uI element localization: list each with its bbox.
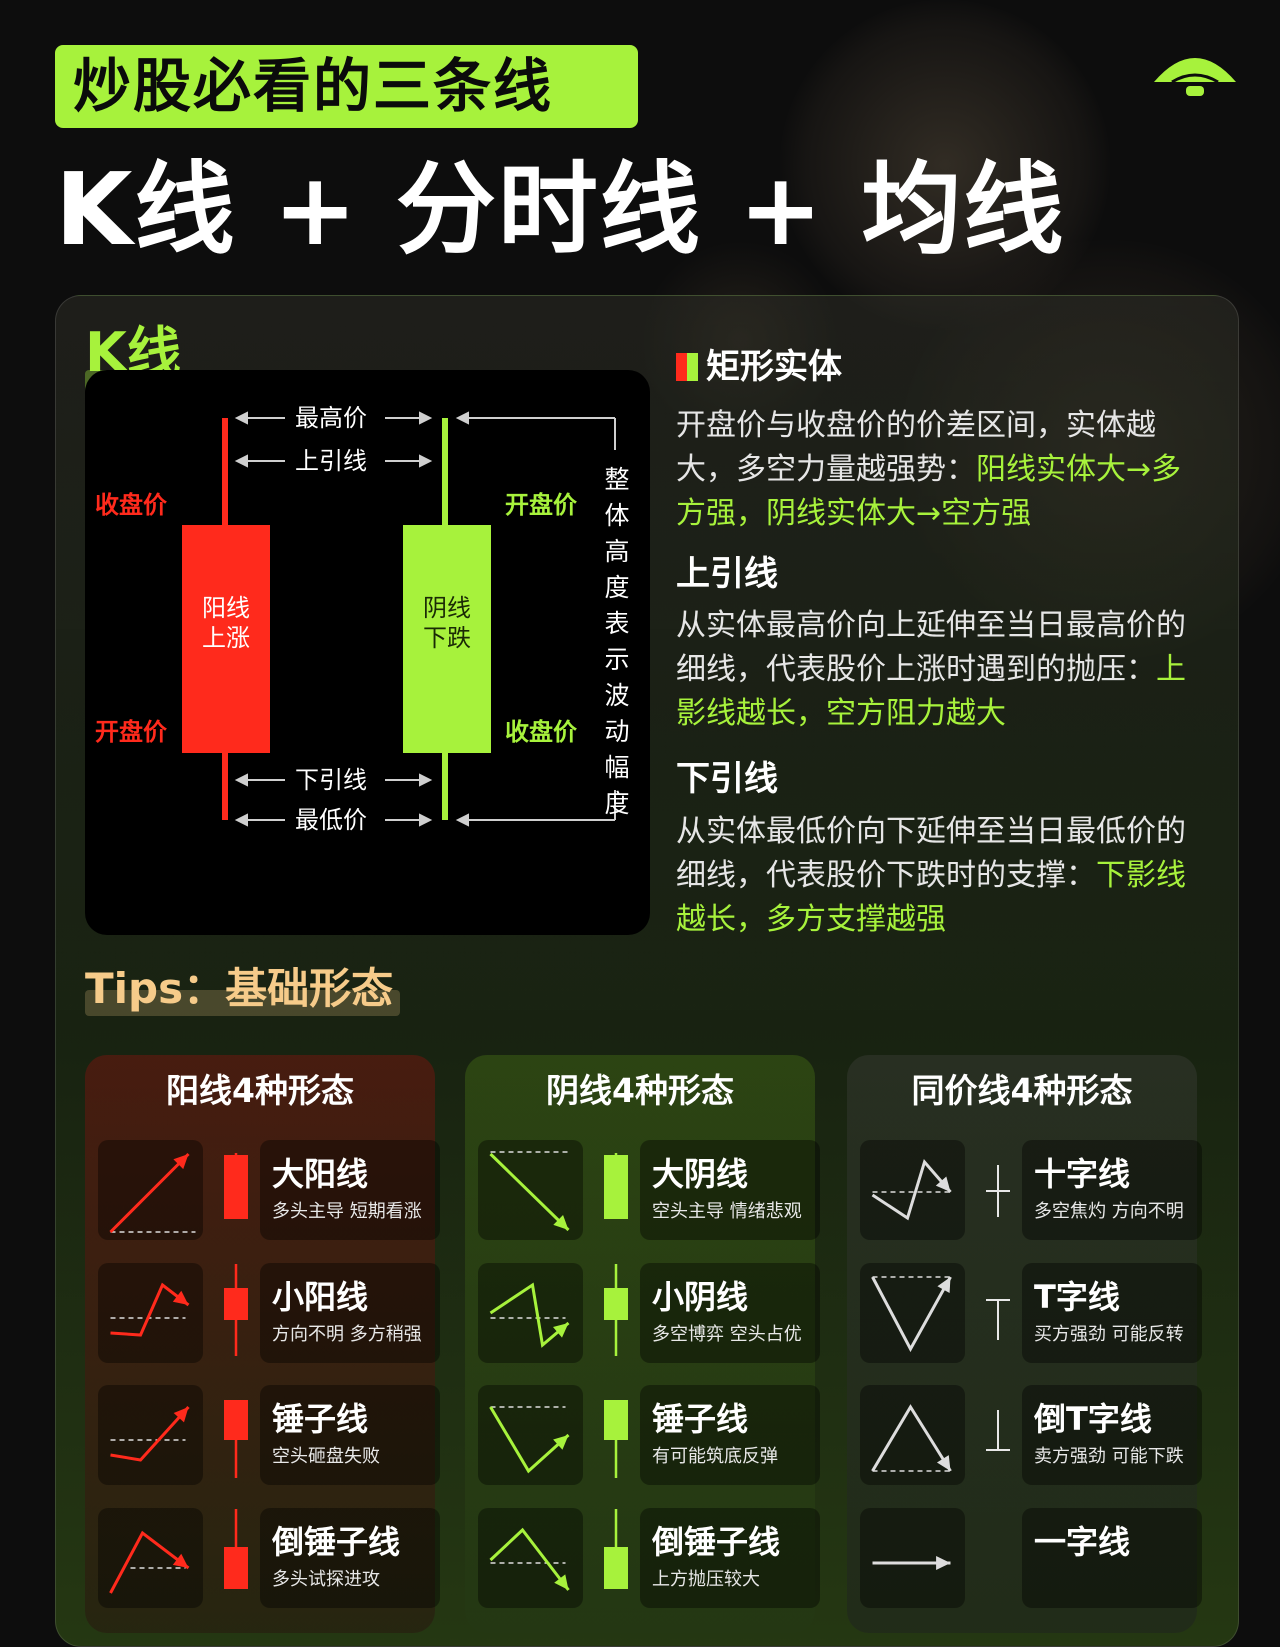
green-body-label: 阴线下跌	[423, 594, 471, 652]
green-square-icon	[687, 353, 698, 381]
candlestick-icon	[596, 1258, 636, 1368]
pattern-description: 小阳线方向不明 多方稍强	[260, 1263, 440, 1363]
pattern-chart-icon	[478, 1263, 583, 1363]
logo-icon	[1150, 48, 1240, 108]
green-open-label: 开盘价	[505, 491, 577, 519]
candlestick-icon	[596, 1380, 636, 1490]
pattern-chart-icon	[98, 1263, 203, 1363]
column-title: 同价线4种形态	[911, 1071, 1133, 1110]
background-glow	[780, 0, 1110, 330]
section-title-lower-shadow: 下引线	[676, 759, 778, 799]
candlestick-graphic	[182, 411, 616, 827]
pattern-name: 锤子线	[272, 1400, 369, 1438]
pattern-name: 十字线	[1034, 1155, 1131, 1193]
section-body-lower-shadow: 从实体最低价向下延伸至当日最低价的细线，代表股价下跌时的支撑：下影线越长，多方支…	[676, 814, 1186, 937]
pattern-desc: 空头主导 情绪悲观	[652, 1201, 802, 1222]
pattern-description: 大阴线空头主导 情绪悲观	[640, 1140, 820, 1240]
pattern-description: 倒锤子线多头试探进攻	[260, 1508, 440, 1608]
section-title-upper-shadow: 上引线	[676, 554, 778, 594]
pattern-chart-icon	[478, 1508, 583, 1608]
red-square-icon	[676, 353, 687, 381]
pattern-chart-icon	[98, 1508, 203, 1608]
lower-shadow-label: 下引线	[295, 766, 367, 794]
candlestick-icon	[216, 1258, 256, 1368]
pattern-desc: 空头砸盘失败	[272, 1446, 380, 1467]
pattern-chart-icon	[98, 1385, 203, 1485]
pattern-description: 倒锤子线上方抛压较大	[640, 1508, 820, 1608]
candlestick-icon	[216, 1135, 256, 1245]
pattern-name: 一字线	[1034, 1523, 1131, 1561]
vertical-note: 整体高度表示波动幅度	[604, 465, 630, 818]
pattern-chart-icon	[98, 1140, 203, 1240]
pattern-desc: 多空博弈 空头占优	[652, 1324, 802, 1345]
pattern-name: 小阴线	[652, 1278, 749, 1316]
pattern-name: 大阴线	[652, 1155, 749, 1193]
candlestick-diagram: 最高价 上引线 下引线 最低价 收盘价 开盘价 开盘价 收盘价 阳线上涨 阴线下…	[85, 370, 650, 935]
pattern-desc: 上方抛压较大	[652, 1569, 760, 1590]
section-body-upper-shadow: 从实体最高价向上延伸至当日最高价的细线，代表股价上涨时遇到的抛压：上影线越长，空…	[676, 608, 1186, 731]
pattern-name: T字线	[1034, 1278, 1120, 1316]
candlestick-icon	[978, 1135, 1018, 1245]
yang-forms-column: 阳线4种形态	[85, 1055, 435, 1633]
pattern-desc: 卖方强劲 可能下跌	[1034, 1446, 1184, 1467]
pattern-chart-icon	[478, 1385, 583, 1485]
upper-shadow-label: 上引线	[295, 447, 367, 475]
pattern-desc: 多空焦灼 方向不明	[1034, 1201, 1184, 1222]
pattern-name: 小阳线	[272, 1278, 369, 1316]
pattern-chart-icon	[860, 1508, 965, 1608]
low-price-label: 最低价	[295, 806, 367, 834]
pattern-name: 倒T字线	[1034, 1400, 1152, 1438]
tips-label: Tips：基础形态	[85, 964, 394, 1013]
pattern-description: 十字线多空焦灼 方向不明	[1022, 1140, 1202, 1240]
candlestick-icon	[978, 1258, 1018, 1368]
pattern-description: 小阴线多空博弈 空头占优	[640, 1263, 820, 1363]
pattern-name: 锤子线	[652, 1400, 749, 1438]
candlestick-icon	[216, 1503, 256, 1613]
red-body-label: 阳线上涨	[202, 594, 250, 652]
pattern-description: 锤子线空头砸盘失败	[260, 1385, 440, 1485]
doji-forms-column: 同价线4种形态	[847, 1055, 1197, 1633]
green-close-label: 收盘价	[505, 718, 577, 746]
pattern-chart-icon	[860, 1385, 965, 1485]
candlestick-icon	[978, 1503, 1018, 1613]
candlestick-icon	[596, 1135, 636, 1245]
pattern-desc: 多头主导 短期看涨	[272, 1201, 422, 1222]
pattern-description: 锤子线有可能筑底反弹	[640, 1385, 820, 1485]
red-close-label: 收盘价	[95, 491, 167, 519]
pattern-description: 大阳线多头主导 短期看涨	[260, 1140, 440, 1240]
column-title: 阴线4种形态	[546, 1071, 734, 1110]
pattern-chart-icon	[860, 1263, 965, 1363]
red-open-label: 开盘价	[95, 718, 167, 746]
tips-underline	[85, 990, 400, 1016]
pattern-chart-icon	[860, 1140, 965, 1240]
header-tag: 炒股必看的三条线	[55, 45, 638, 128]
candlestick-icon	[978, 1380, 1018, 1490]
pattern-desc: 买方强劲 可能反转	[1034, 1324, 1184, 1345]
pattern-description: 一字线	[1022, 1508, 1202, 1608]
pattern-description: 倒T字线卖方强劲 可能下跌	[1022, 1385, 1202, 1485]
candlestick-icon	[596, 1503, 636, 1613]
pattern-desc: 有可能筑底反弹	[652, 1446, 778, 1467]
pattern-name: 大阳线	[272, 1155, 369, 1193]
candlestick-icon	[216, 1380, 256, 1490]
section-title-body: 矩形实体	[676, 345, 842, 389]
pattern-desc: 多头试探进攻	[272, 1569, 380, 1590]
pattern-name: 倒锤子线	[652, 1523, 781, 1561]
page-title: K线 + 分时线 + 均线	[55, 151, 1066, 268]
high-price-label: 最高价	[295, 404, 367, 432]
section-body-body: 开盘价与收盘价的价差区间，实体越大，多空力量越强势：阳线实体大→多方强，阴线实体…	[676, 408, 1182, 531]
pattern-desc: 方向不明 多方稍强	[272, 1324, 422, 1345]
pattern-description: T字线买方强劲 可能反转	[1022, 1263, 1202, 1363]
pattern-name: 倒锤子线	[272, 1523, 401, 1561]
column-title: 阳线4种形态	[166, 1071, 354, 1110]
pattern-chart-icon	[478, 1140, 583, 1240]
yin-forms-column: 阴线4种形态	[465, 1055, 815, 1633]
